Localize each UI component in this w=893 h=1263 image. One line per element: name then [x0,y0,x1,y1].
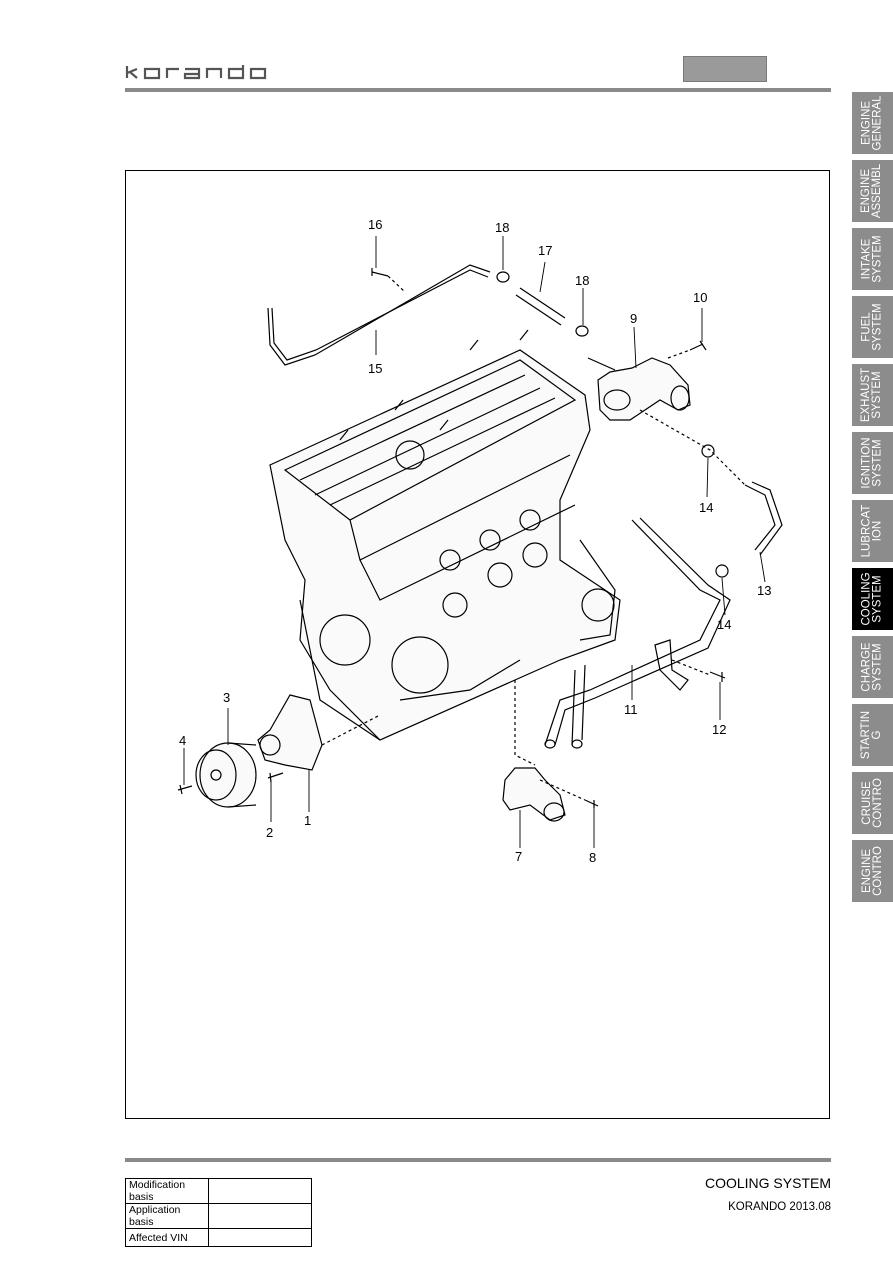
callout-3: 3 [223,690,231,705]
part-7-thermostat-housing [502,767,566,822]
section-indicator-box [683,56,767,82]
basis-table: Modification basis Application basis Aff… [125,1178,312,1247]
basis-label: Modification basis [125,1178,209,1204]
callout-9: 9 [630,311,638,326]
table-row: Modification basis [125,1178,312,1204]
tab-engine-control[interactable]: ENGINE CONTRO [852,840,893,902]
footer-rule [125,1158,831,1162]
tab-starting[interactable]: STARTIN G [852,704,893,766]
part-18-clamp-lower [575,325,589,337]
brand-logo: korando [125,63,295,88]
part-4-bolt [177,784,193,795]
callout-15: 15 [368,361,383,376]
brand-logo-mark: korando [125,65,279,80]
callout-8: 8 [589,850,597,865]
callout-7: 7 [515,849,523,864]
diagram-frame [125,170,830,1119]
part-8-bolt [584,799,599,808]
basis-value [208,1178,312,1204]
tab-charge-system[interactable]: CHARGE SYSTEM [852,636,893,698]
part-18-clamp-upper [496,271,510,283]
part-17-hose [515,287,566,326]
tab-cooling-system[interactable]: COOLING SYSTEM [852,568,893,630]
footer-model-date: KORANDO 2013.08 [728,1201,831,1213]
part-15-pipe [267,264,491,366]
callout-13: 13 [757,583,772,598]
callout-16: 16 [368,217,383,232]
brand-text: korando [275,77,279,79]
callout-10: 10 [693,290,708,305]
footer-section-title: COOLING SYSTEM [704,1175,831,1191]
part-10-bolt [689,340,707,351]
header-rule [125,88,831,92]
engine-block [269,329,621,741]
tab-fuel-system[interactable]: FUEL SYSTEM [852,296,893,358]
callout-2: 2 [266,825,274,840]
tab-lubrication[interactable]: LUBRCAT ION [852,500,893,562]
part-13-hose [744,481,783,556]
tab-engine-assembly[interactable]: ENGINE ASSEMBL [852,160,893,222]
tab-engine-general[interactable]: ENGINE GENERAL [852,92,893,154]
tab-exhaust-system[interactable]: EXHAUST SYSTEM [852,364,893,426]
part-12-bracket [654,639,689,691]
part-11-coolant-pipe [544,517,731,749]
callout-18-lower: 18 [575,273,590,288]
part-1-water-pump [257,694,323,771]
part-14-clamp-upper [701,444,715,458]
callout-14-lower: 14 [717,617,732,632]
table-row: Affected VIN [125,1228,312,1247]
table-row: Application basis [125,1203,312,1229]
callout-14-upper: 14 [699,500,714,515]
callout-1: 1 [304,813,312,828]
tab-ignition-system[interactable]: IGNITION SYSTEM [852,432,893,494]
callout-12: 12 [712,722,727,737]
part-12-bolt [709,671,726,682]
callout-17: 17 [538,243,553,258]
tab-intake-system[interactable]: INTAKE SYSTEM [852,228,893,290]
basis-value [208,1203,312,1229]
callout-18-upper: 18 [495,220,510,235]
part-3-pulley [195,742,257,808]
part-2-bolt [267,772,284,783]
part-9-water-outlet [587,357,691,421]
tab-cruise-control[interactable]: CRUISE CONTRO [852,772,893,834]
callout-4: 4 [179,733,187,748]
part-14-clamp-lower [715,564,729,578]
callout-11: 11 [624,702,638,717]
basis-value [208,1228,312,1247]
basis-label: Application basis [125,1203,209,1229]
part-16-bolt [371,268,389,277]
basis-label: Affected VIN [125,1228,209,1247]
